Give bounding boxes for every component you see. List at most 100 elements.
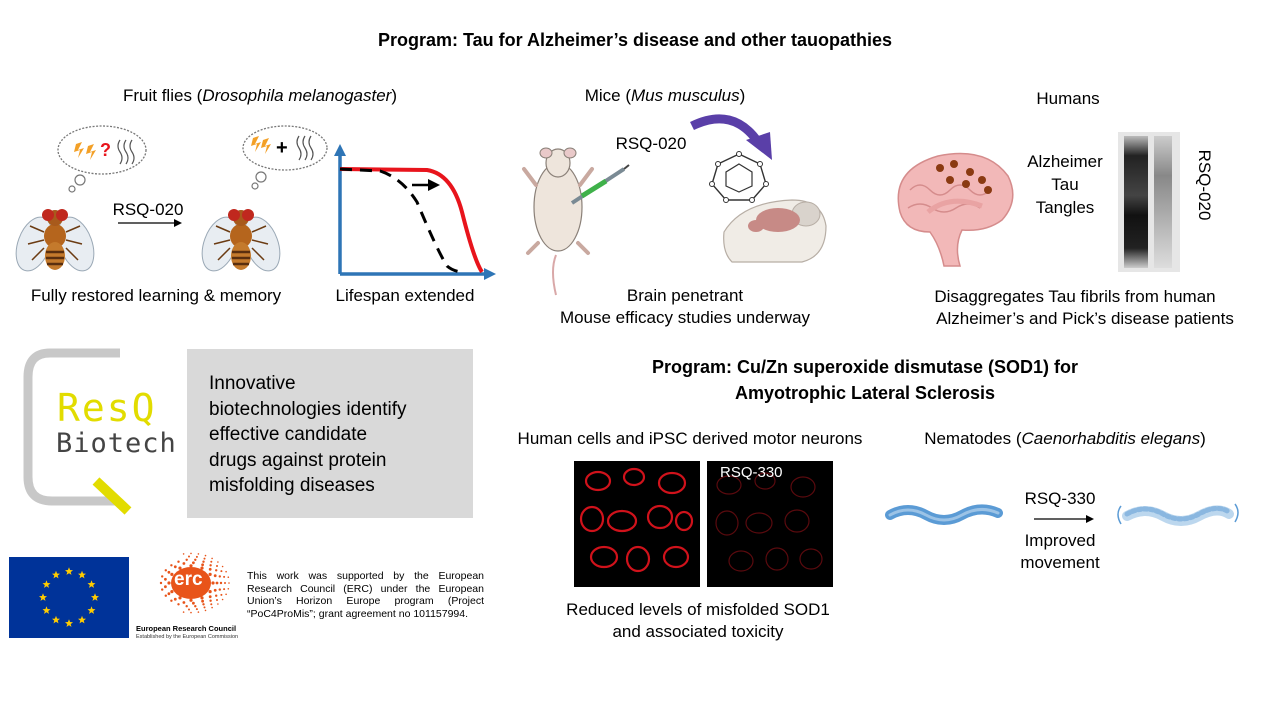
eu-star: [42, 606, 51, 614]
eu-star: [78, 615, 86, 624]
erc-dot: [204, 609, 207, 612]
erc-logo-text: erc: [174, 569, 203, 590]
erc-dot: [202, 560, 205, 563]
tau-program-title: Program: Tau for Alzheimer’s disease and…: [377, 30, 893, 50]
erc-dot: [204, 554, 207, 557]
erc-dot: [213, 574, 217, 578]
erc-dot: [177, 560, 180, 563]
erc-dot: [188, 555, 190, 558]
erc-dot: [228, 582, 230, 584]
eu-star: [65, 619, 73, 627]
untreated-nematode-icon: [885, 504, 1003, 525]
erc-dot: [164, 594, 167, 597]
blot-rsq020-label: RSQ-020: [1195, 149, 1214, 221]
company-description-box: Innovative biotechnologies identify effe…: [187, 349, 473, 518]
cell-outline: [622, 467, 646, 487]
erc-dot: [227, 576, 230, 578]
humans-header: Humans: [1036, 89, 1100, 108]
erc-dot: [173, 597, 177, 601]
erc-dot: [195, 608, 198, 611]
erc-dot: [195, 555, 198, 558]
erc-dot: [192, 601, 195, 605]
eu-flag-icon: [9, 557, 129, 638]
cell-outline: [716, 475, 742, 495]
erc-dot: [217, 561, 219, 563]
erc-dot: [167, 570, 171, 574]
erc-dot: [218, 575, 221, 578]
worms-header: Nematodes (Caenorhabditis elegans): [924, 429, 1206, 448]
cell-outline: [646, 504, 674, 530]
erc-dot: [211, 557, 213, 560]
erc-dot: [200, 596, 204, 600]
erc-dot: [220, 570, 223, 573]
erc-dot: [209, 599, 212, 602]
funding-acknowledgement: This work was supported by the European …: [247, 570, 484, 620]
untreated-cells-image: [574, 461, 700, 587]
erc-dot: [164, 585, 167, 589]
untreated-fly-icon: [15, 209, 95, 272]
erc-dot: [211, 606, 213, 609]
sod1-program-title-line2: Amyotrophic Lateral Sclerosis: [734, 383, 996, 403]
erc-dot: [201, 599, 204, 603]
cells-header: Human cells and iPSC derived motor neuro…: [517, 429, 863, 448]
resq-biotech-logo: [23, 348, 132, 515]
cell-outline: [657, 471, 687, 495]
mice-caption-line2: Mouse efficacy studies underway: [559, 308, 811, 327]
cells-caption-line2: and associated toxicity: [612, 622, 784, 641]
erc-dot: [194, 558, 197, 561]
erc-dot: [208, 567, 212, 571]
erc-dot: [182, 553, 185, 555]
cell-outline: [606, 509, 638, 533]
erc-dot: [227, 588, 230, 590]
erc-dot: [161, 575, 164, 578]
erc-dot: [213, 588, 217, 592]
treated-nematode-icon: [1117, 503, 1239, 526]
description-line: effective candidate: [209, 424, 368, 445]
eu-star: [42, 580, 51, 588]
erc-dot: [221, 598, 224, 601]
eu-star: [87, 606, 96, 614]
erc-dot: [189, 564, 193, 568]
erc-dot: [216, 565, 218, 567]
erc-dot: [170, 572, 174, 576]
erc-dot: [201, 563, 204, 567]
worms-caption-line1: Improved: [1024, 531, 1096, 550]
erc-dot: [189, 598, 193, 602]
logo-text-biotech: Biotech: [56, 428, 177, 459]
cell-outline: [674, 510, 694, 532]
eu-star: [52, 570, 60, 579]
cell-outline: [662, 545, 690, 569]
erc-dot: [200, 566, 204, 570]
tangle-label-line1: Alzheimer: [1027, 152, 1103, 171]
erc-dot: [182, 601, 186, 604]
erc-logo-icon: [159, 552, 230, 614]
eu-star: [39, 593, 47, 601]
erc-dot: [223, 588, 226, 591]
description-line: biotechnologies identify: [209, 398, 407, 420]
erc-dot: [210, 603, 213, 606]
tangle-label-line3: Tangles: [1035, 198, 1095, 217]
cell-outline: [584, 470, 612, 492]
logo-text-resq: ResQ: [57, 386, 157, 430]
erc-dot: [209, 564, 212, 567]
erc-dot: [182, 611, 185, 613]
mice-header: Mice (Mus musculus): [584, 86, 746, 105]
description-line: drugs against protein: [209, 449, 387, 471]
erc-dot: [164, 577, 167, 581]
erc-dot: [194, 605, 197, 608]
erc-dot: [203, 606, 206, 609]
cell-outline: [799, 548, 823, 570]
cell-outline: [745, 512, 773, 534]
erc-dot: [164, 569, 167, 572]
eu-star: [78, 570, 86, 579]
erc-dot: [173, 565, 177, 569]
erc-dot: [203, 557, 206, 560]
treated-cells-image: [707, 461, 833, 587]
erc-dot: [215, 594, 218, 597]
description-line: Innovative: [209, 373, 296, 394]
mouse-injection-icon: [522, 147, 630, 296]
treated-fly-icon: [201, 209, 281, 272]
erc-dot: [182, 562, 186, 565]
flies-treatment-arrow: [118, 219, 182, 227]
curved-arrow-icon: [690, 114, 772, 160]
